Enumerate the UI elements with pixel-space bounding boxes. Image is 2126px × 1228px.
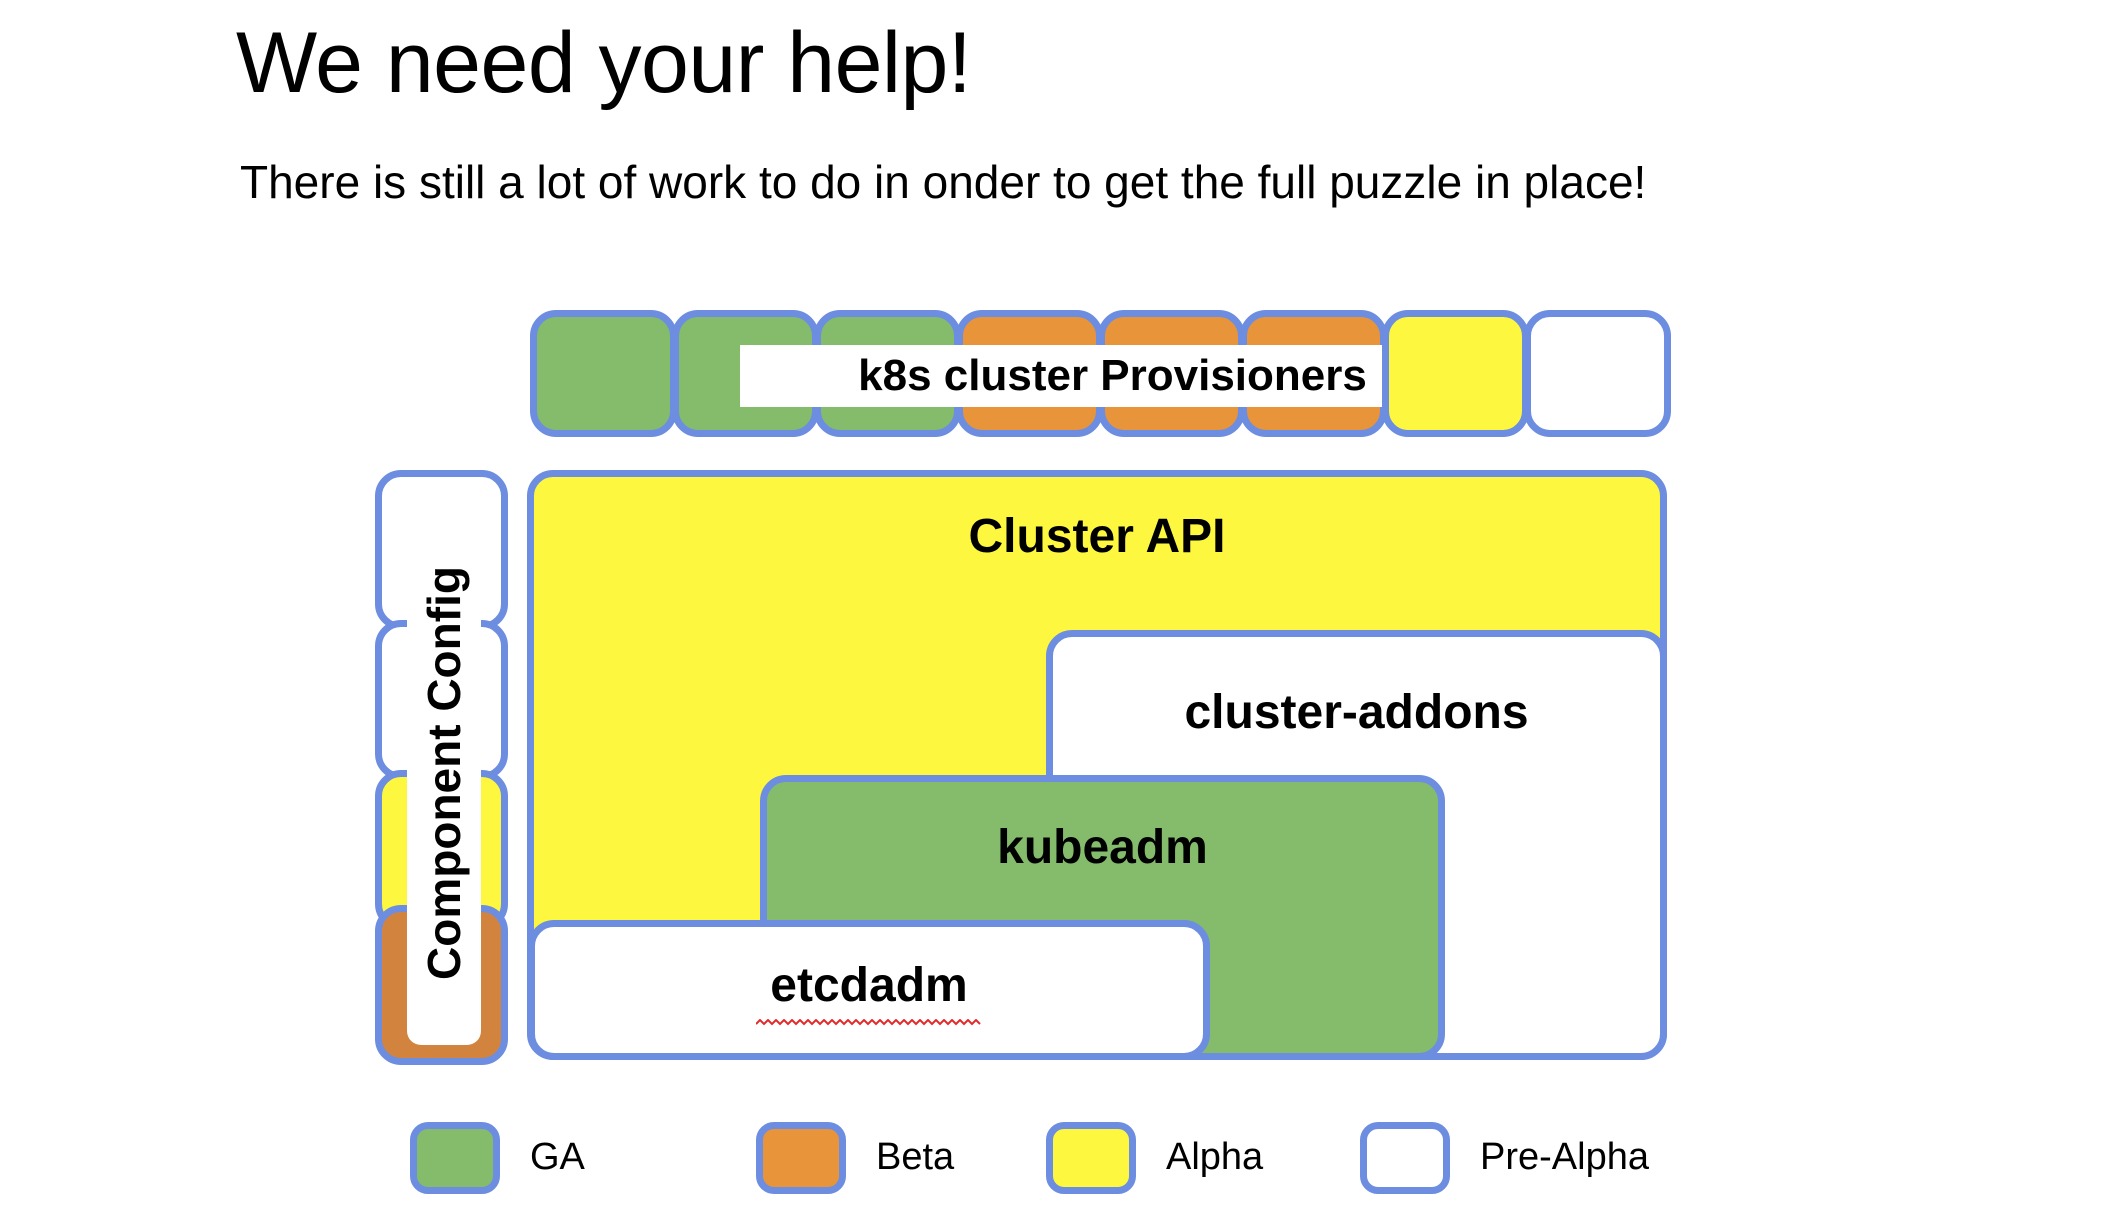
legend-swatch-alpha [1046, 1122, 1136, 1194]
provisioner-tile-1[interactable] [530, 310, 677, 437]
page-subtitle: There is still a lot of work to do in on… [240, 156, 1647, 208]
legend-label-ga: GA [530, 1136, 585, 1178]
cluster-api-label: Cluster API [968, 510, 1226, 563]
page-title: We need your help! [236, 15, 972, 111]
legend-swatch-beta [756, 1122, 846, 1194]
cluster-addons-label: cluster-addons [1184, 686, 1529, 739]
provisioner-row-label: k8s cluster Provisioners [740, 345, 1485, 407]
spellcheck-squiggle-icon [756, 1019, 981, 1026]
component-config-label-text: Component Config [418, 565, 470, 980]
provisioner-tile-8[interactable] [1524, 310, 1671, 437]
component-config-label: Component Config [407, 500, 481, 1045]
etcdadm-box[interactable]: etcdadm [528, 920, 1210, 1060]
legend-swatch-pre-alpha [1360, 1122, 1450, 1194]
etcdadm-label: etcdadm [770, 959, 968, 1012]
legend-label-pre-alpha: Pre-Alpha [1480, 1136, 1649, 1178]
legend-swatch-ga [410, 1122, 500, 1194]
kubeadm-label: kubeadm [997, 821, 1208, 874]
provisioner-tile-7[interactable] [1382, 310, 1529, 437]
legend-label-beta: Beta [876, 1136, 955, 1178]
legend-label-alpha: Alpha [1166, 1136, 1264, 1178]
provisioner-row-label-text: k8s cluster Provisioners [858, 351, 1367, 400]
